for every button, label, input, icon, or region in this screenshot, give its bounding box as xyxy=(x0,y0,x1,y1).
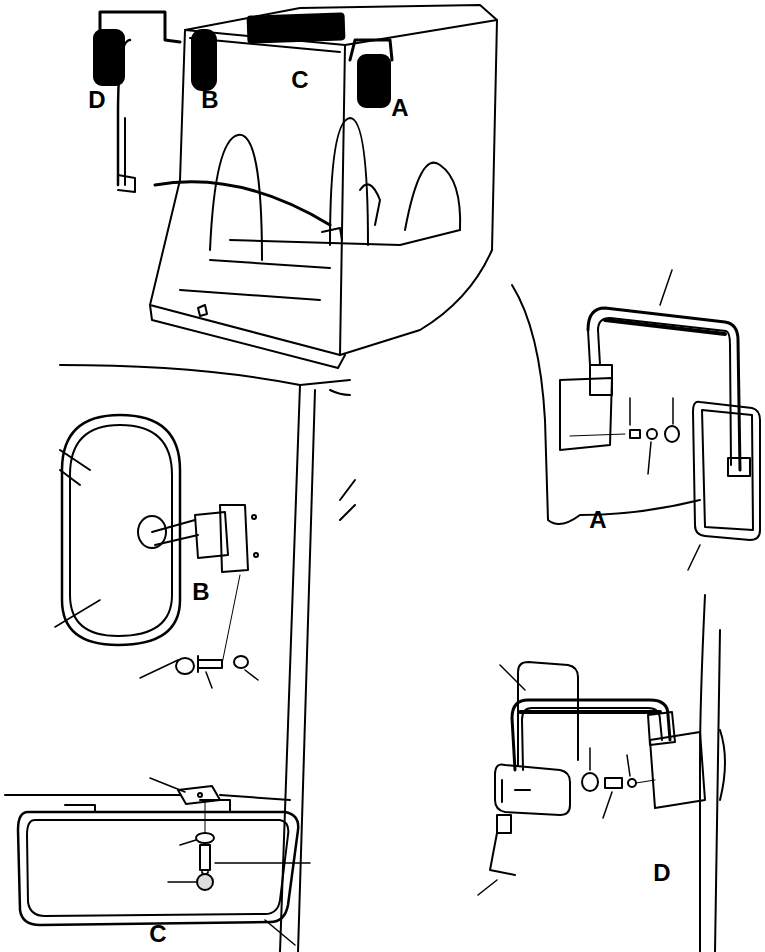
view-letter: D xyxy=(653,861,670,885)
view-letter: C xyxy=(291,68,308,92)
view-letter: D xyxy=(88,88,105,112)
view-letter: A xyxy=(589,508,606,532)
mirror-b-detail xyxy=(55,365,355,952)
view-letter: A xyxy=(391,96,408,120)
view-letter: C xyxy=(149,922,166,946)
cab-overview xyxy=(94,5,497,368)
view-letter: B xyxy=(192,580,209,604)
view-letter: B xyxy=(201,88,218,112)
mirror-d-detail xyxy=(478,595,725,952)
mirror-a-detail xyxy=(512,270,760,570)
mirror-c-detail xyxy=(5,778,310,945)
